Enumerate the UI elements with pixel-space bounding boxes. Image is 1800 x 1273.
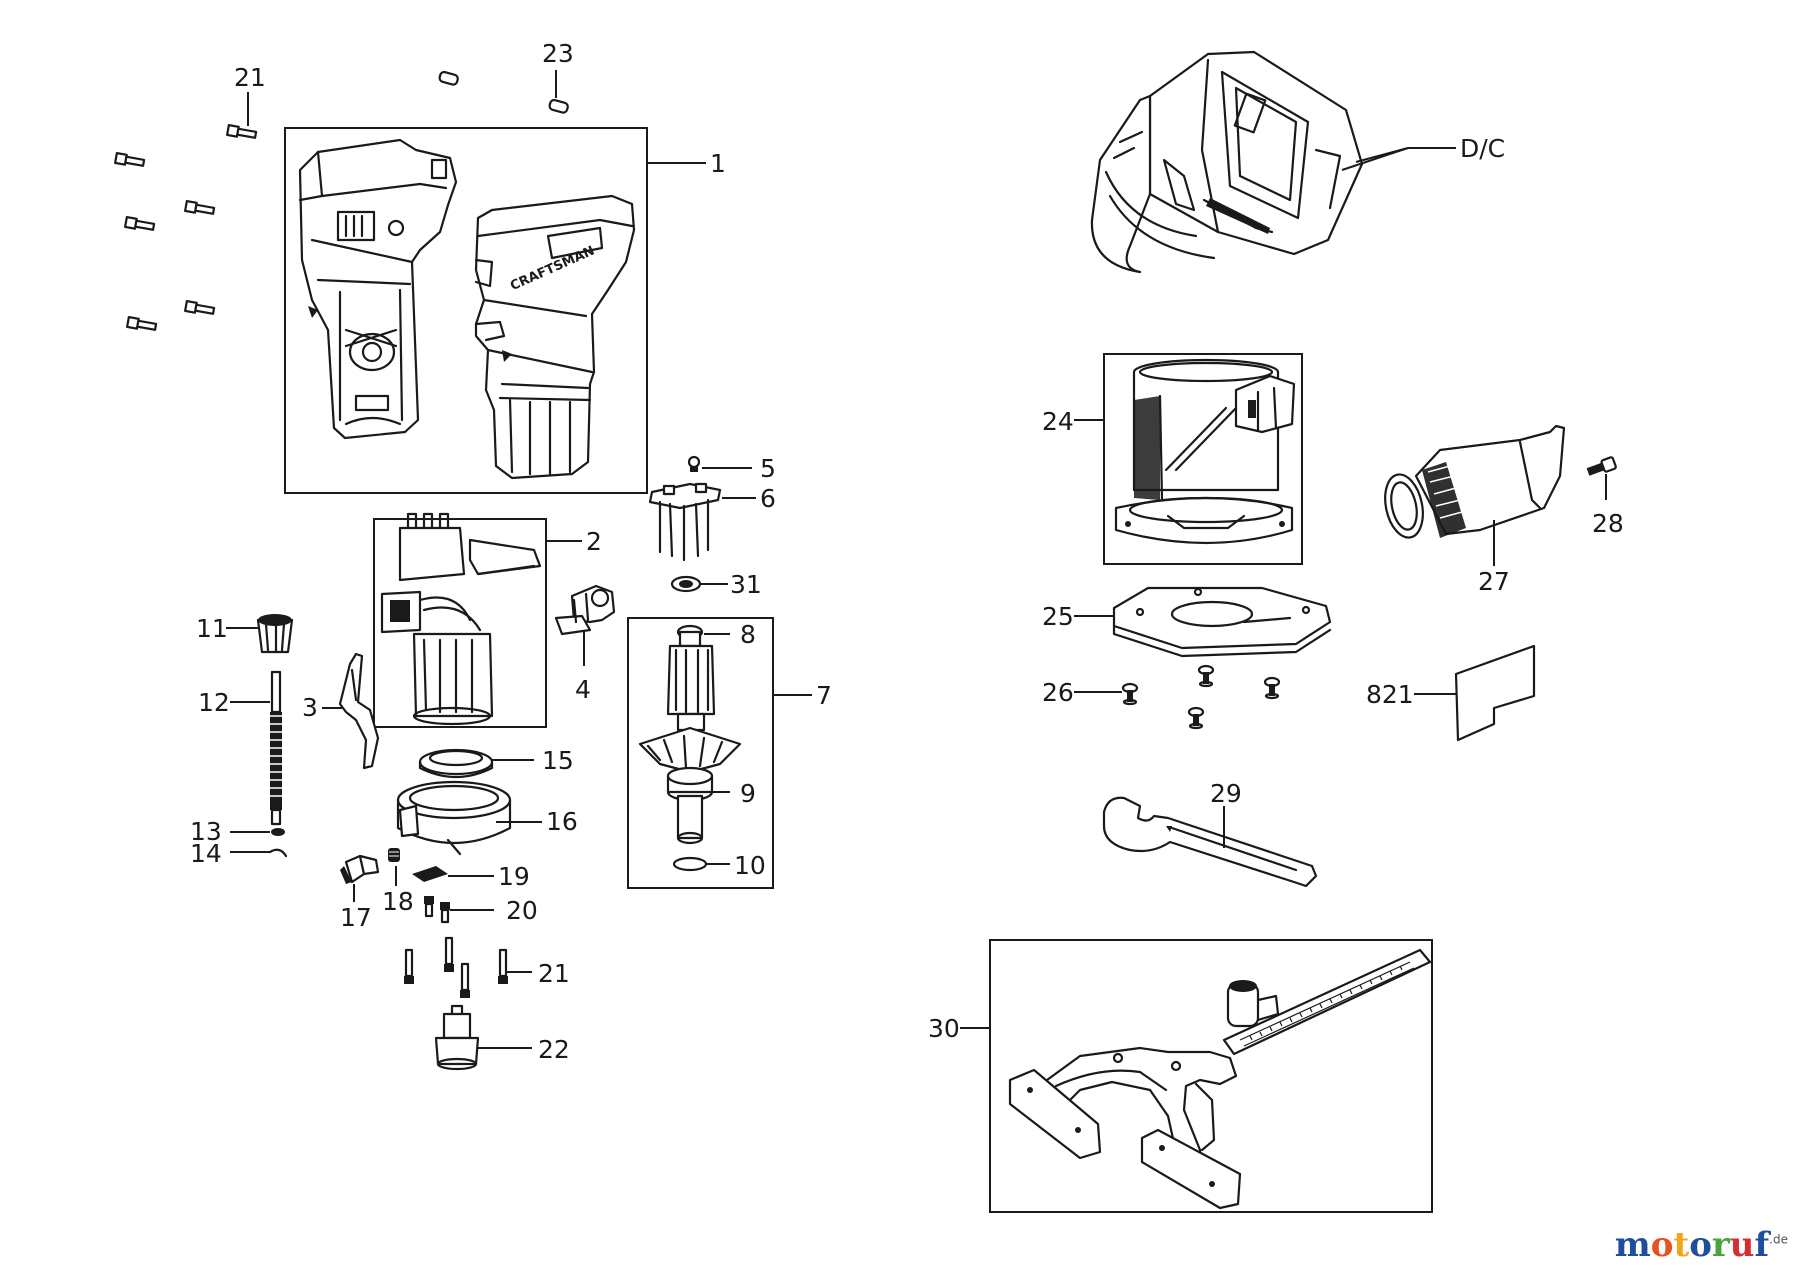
part-821-label — [1414, 644, 1536, 742]
watermark-brand: motoruf — [1615, 1225, 1769, 1265]
label-5: 5 — [760, 454, 776, 483]
part-23-pins — [438, 70, 569, 114]
part-18-spring — [388, 848, 400, 886]
label-22: 22 — [538, 1035, 570, 1064]
label-12: 12 — [198, 688, 230, 717]
watermark-letter: m — [1614, 1225, 1651, 1265]
watermark-letter: r — [1711, 1225, 1730, 1265]
watermark-tld: .de — [1769, 1232, 1788, 1247]
label-28: 28 — [1592, 509, 1624, 538]
label-9: 9 — [740, 779, 756, 808]
part-7-armature-assembly — [627, 617, 812, 889]
part-30-edge-guide — [960, 939, 1433, 1213]
label-23: 23 — [542, 39, 574, 68]
label-4: 4 — [575, 675, 591, 704]
label-21-top: 21 — [234, 63, 266, 92]
label-3: 3 — [302, 693, 318, 722]
label-8: 8 — [740, 620, 756, 649]
label-2: 2 — [586, 527, 602, 556]
label-24: 24 — [1042, 407, 1074, 436]
part-27-dust-port — [1384, 424, 1566, 566]
part-29-wrench — [1102, 796, 1318, 888]
part-dc-dust-collector — [1090, 50, 1456, 274]
part-17-lock-button — [340, 854, 380, 902]
label-17: 17 — [340, 903, 372, 932]
part-28-screw — [1586, 456, 1617, 500]
part-2-switch-assembly — [373, 512, 582, 728]
part-12-threaded-rod — [230, 670, 282, 826]
watermark-logo: motoruf.de — [1615, 1225, 1788, 1265]
housing-right-half: CRAFTSMAN — [474, 194, 636, 480]
label-1: 1 — [710, 149, 726, 178]
watermark-letter: o — [1689, 1225, 1712, 1265]
label-19: 19 — [498, 862, 530, 891]
watermark-letter: o — [1650, 1225, 1674, 1265]
part-number-labels: 1 2 3 4 5 6 7 8 9 10 11 12 13 14 15 16 1… — [190, 39, 1624, 1064]
part-11-knob — [226, 614, 294, 654]
label-dc: D/C — [1460, 134, 1505, 163]
part-19-plate — [412, 866, 494, 882]
label-25: 25 — [1042, 602, 1074, 631]
label-20: 20 — [506, 896, 538, 925]
label-13: 13 — [190, 817, 222, 846]
label-821: 821 — [1366, 680, 1414, 709]
part-24-fixed-base — [1074, 353, 1303, 565]
frame-part-1 — [284, 127, 648, 494]
part-3-bracket — [322, 652, 380, 770]
part-31-bearing — [670, 575, 728, 593]
label-14: 14 — [190, 839, 222, 868]
part-25-base-plate — [1074, 586, 1332, 658]
part-20-screws — [424, 896, 494, 924]
label-18: 18 — [382, 887, 414, 916]
watermark-letter: t — [1673, 1225, 1690, 1265]
part-21-screws-bottom — [404, 936, 532, 998]
label-21-bottom: 21 — [538, 959, 570, 988]
frame-part-24 — [1103, 353, 1303, 565]
part-13-washer — [230, 828, 285, 836]
label-6: 6 — [760, 484, 776, 513]
housing-left-half — [298, 138, 458, 440]
part-1-housing: CRAFTSMAN — [284, 127, 706, 494]
frame-part-30 — [989, 939, 1433, 1213]
part-26-screws — [1074, 664, 1281, 730]
label-27: 27 — [1478, 567, 1510, 596]
part-15-ring — [418, 748, 534, 778]
part-21-screws-top — [114, 92, 258, 331]
label-10: 10 — [734, 851, 766, 880]
label-11: 11 — [196, 614, 228, 643]
part-5-screw — [687, 455, 752, 472]
part-16-collar — [396, 780, 542, 856]
frame-part-2 — [373, 518, 547, 728]
part-6-brush-holder — [648, 482, 756, 562]
watermark-letter: u — [1729, 1225, 1755, 1265]
label-15: 15 — [542, 746, 574, 775]
watermark-letter: f — [1754, 1225, 1770, 1265]
label-26: 26 — [1042, 678, 1074, 707]
label-16: 16 — [546, 807, 578, 836]
part-4-switch — [554, 584, 616, 666]
label-7: 7 — [816, 681, 832, 710]
part-14-clip — [230, 848, 288, 858]
label-31: 31 — [730, 570, 762, 599]
label-29: 29 — [1210, 779, 1242, 808]
frame-part-7 — [627, 617, 774, 889]
part-22-collet-nut — [434, 1004, 532, 1071]
label-30: 30 — [928, 1014, 960, 1043]
